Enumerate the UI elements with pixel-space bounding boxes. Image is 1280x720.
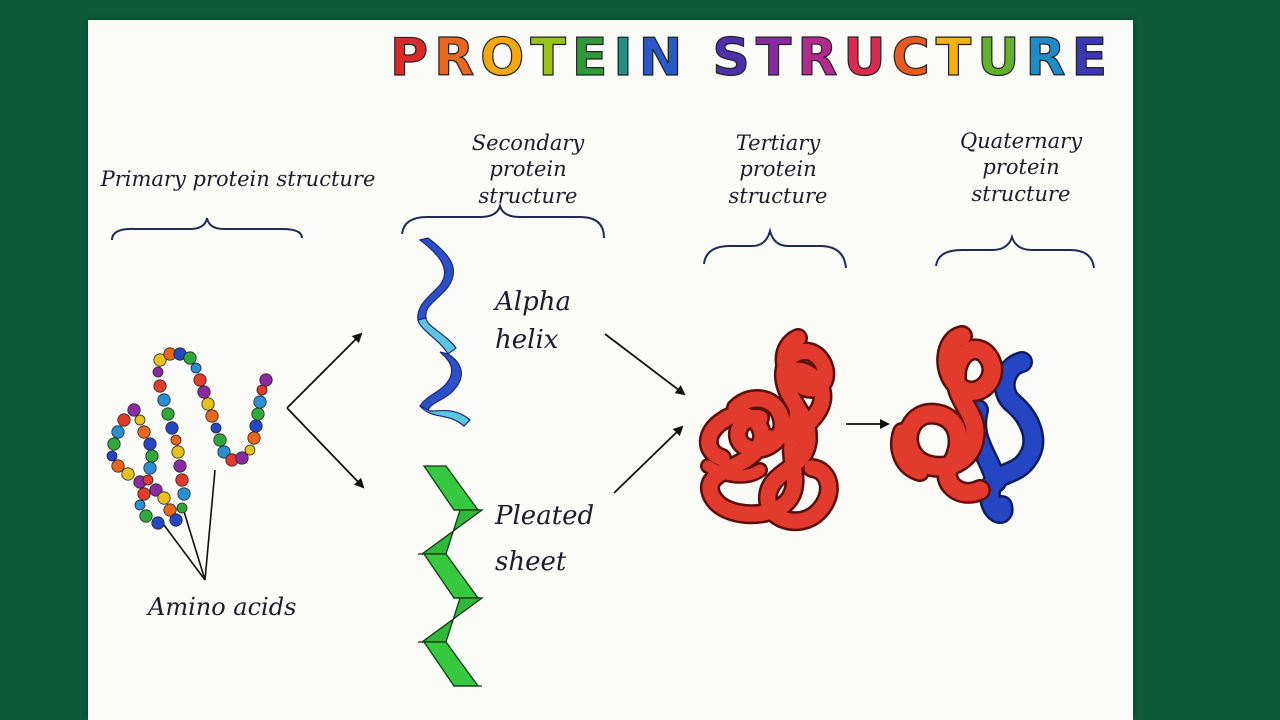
amino-acid-bead xyxy=(260,374,272,386)
primary-brace xyxy=(112,218,302,240)
amino-acid-bead xyxy=(211,423,221,433)
amino-acid-bead xyxy=(171,435,181,445)
pleated-sheet-segment xyxy=(424,554,478,598)
amino-acid-bead xyxy=(254,396,266,408)
amino-acid-bead xyxy=(172,446,184,458)
amino-acid-bead xyxy=(107,451,117,461)
amino-acid-bead xyxy=(153,367,163,377)
arrow-to-helix xyxy=(287,334,361,408)
arrow-helix-to-tertiary xyxy=(605,334,684,394)
secondary-brace xyxy=(402,206,604,238)
amino-acid-bead xyxy=(178,488,190,500)
pleated-sheet-segment xyxy=(422,598,482,642)
amino-acid-bead xyxy=(118,414,130,426)
amino-acid-bead xyxy=(170,514,182,526)
amino-acid-bead xyxy=(138,488,150,500)
amino-acid-bead xyxy=(206,410,218,422)
quaternary-brace xyxy=(936,237,1094,268)
amino-acid-bead xyxy=(191,363,201,373)
amino-acid-bead xyxy=(176,474,188,486)
amino-acid-bead xyxy=(144,438,156,450)
amino-acid-bead xyxy=(166,422,178,434)
amino-acid-bead xyxy=(140,510,152,522)
pleated-sheet-segment xyxy=(424,466,478,510)
amino-acid-bead xyxy=(112,426,124,438)
amino-acid-bead xyxy=(198,386,210,398)
amino-acid-bead xyxy=(162,408,174,420)
amino-acid-bead xyxy=(138,426,150,438)
alpha-helix-ribbon xyxy=(418,238,470,426)
amino-acid-bead xyxy=(248,432,260,444)
arrow-to-sheet xyxy=(287,408,363,487)
amino-acid-bead xyxy=(250,420,262,432)
amino-acid-bead xyxy=(252,408,264,420)
amino-acid-bead xyxy=(108,438,120,450)
arrow-sheet-to-tertiary xyxy=(614,427,682,493)
quaternary-red-subunit xyxy=(900,336,992,493)
amino-acid-bead xyxy=(184,352,196,364)
amino-acid-bead xyxy=(245,445,255,455)
pleated-sheet-segment xyxy=(424,642,478,686)
amino-acid-bead xyxy=(152,517,164,529)
amino-acid-bead xyxy=(154,380,166,392)
amino-acid-bead xyxy=(194,374,206,386)
amino-acid-bead xyxy=(174,460,186,472)
pleated-sheet-segment xyxy=(422,510,482,554)
amino-acid-bead xyxy=(158,394,170,406)
amino-acid-bead xyxy=(135,500,145,510)
amino-pointer-lines xyxy=(158,470,215,580)
amino-acid-bead xyxy=(143,475,153,485)
amino-acid-bead xyxy=(112,460,124,472)
amino-acid-bead xyxy=(177,503,187,513)
amino-acid-bead xyxy=(158,492,170,504)
amino-acid-bead xyxy=(122,468,134,480)
tertiary-brace xyxy=(704,231,846,268)
pleated-sheet-ribbon xyxy=(418,466,482,686)
amino-acid-bead xyxy=(144,462,156,474)
amino-acid-bead xyxy=(128,404,140,416)
amino-acid-bead xyxy=(135,415,145,425)
amino-acid-bead xyxy=(146,450,158,462)
amino-acid-bead xyxy=(202,398,214,410)
amino-acid-chain xyxy=(107,348,272,529)
amino-acid-bead xyxy=(214,434,226,446)
